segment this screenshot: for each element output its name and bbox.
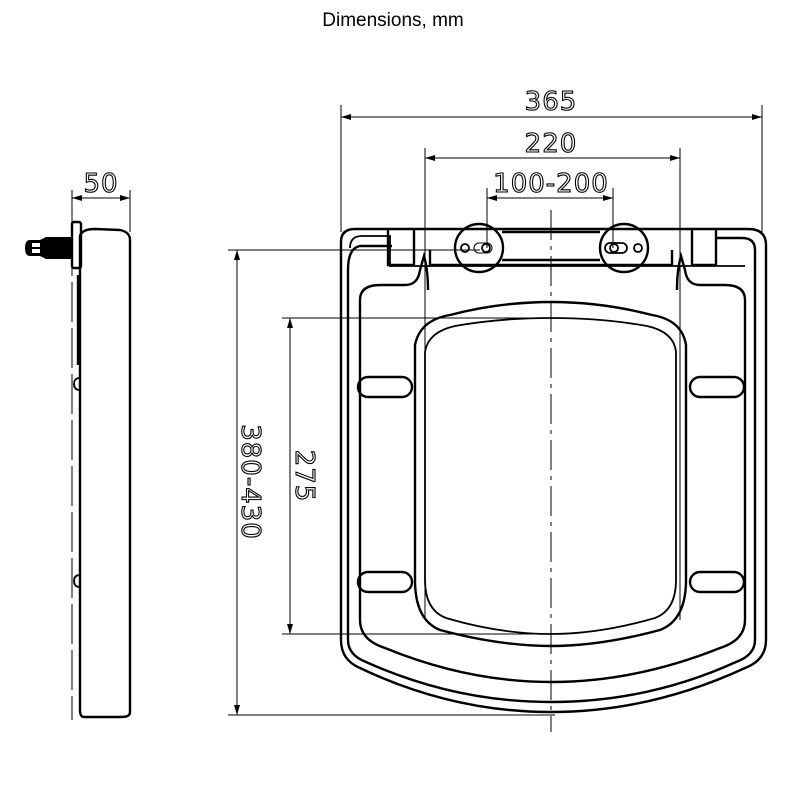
dim-label-100-200: 100-200 — [493, 169, 609, 199]
seat-plan-view — [339, 222, 768, 714]
dim-label-275: 275 — [289, 450, 319, 503]
buffer-slot — [688, 375, 746, 399]
side-view: 50 — [25, 168, 132, 720]
buffer-slot — [688, 570, 746, 594]
dim-label-365: 365 — [525, 87, 578, 117]
buffer-slot — [356, 570, 414, 594]
dim-label-380-430: 380-430 — [235, 424, 265, 540]
drawing-title: Dimensions, mm — [322, 10, 464, 31]
left-dimensions: 380-430 275 — [228, 249, 555, 716]
top-dimensions: 365 220 100-200 — [340, 86, 763, 732]
dim-label-50: 50 — [83, 169, 118, 199]
buffer-slot — [356, 375, 414, 399]
hinge-right — [598, 222, 650, 274]
hinge-left — [453, 222, 505, 274]
dim-label-220: 220 — [525, 129, 578, 159]
